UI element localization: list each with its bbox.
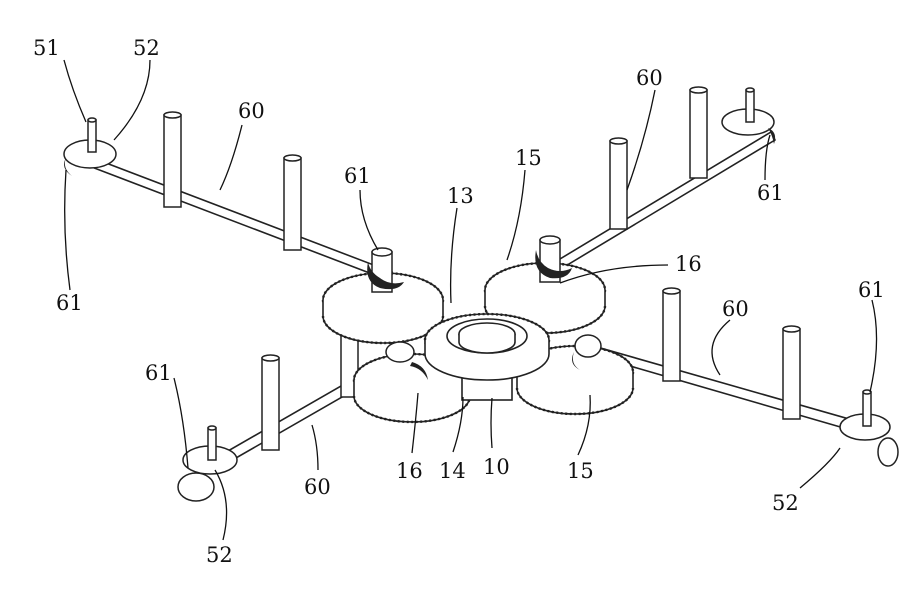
post-tr-1 — [610, 138, 627, 229]
label-60-bottom-left: 60 — [304, 475, 331, 499]
label-60-top-right: 60 — [636, 66, 663, 90]
arm-top-right — [545, 132, 775, 276]
label-16-bottom: 16 — [396, 459, 423, 483]
label-52-bottom-right: 52 — [772, 491, 799, 515]
post-tl-2 — [284, 155, 301, 250]
label-61-left: 61 — [56, 291, 83, 315]
label-52-top-left: 52 — [133, 36, 160, 60]
label-61-top-right: 61 — [757, 181, 784, 205]
label-61-bottom-left: 61 — [145, 361, 172, 385]
label-15-bottom: 15 — [567, 459, 594, 483]
label-16-right: 16 — [675, 252, 702, 276]
post-tl-1 — [164, 112, 181, 207]
post-br-2 — [783, 326, 800, 419]
label-60-right: 60 — [722, 297, 749, 321]
post-br-1 — [663, 288, 680, 381]
label-61-right: 61 — [858, 278, 885, 302]
label-10: 10 — [483, 455, 510, 479]
end-disc-bottom-left — [178, 426, 237, 501]
label-13: 13 — [447, 184, 474, 208]
end-disc-bottom-right — [840, 390, 898, 466]
label-60-top-left: 60 — [238, 99, 265, 123]
label-14: 14 — [439, 459, 466, 483]
label-61-top-left-gear: 61 — [344, 164, 371, 188]
post-bl-2 — [262, 355, 279, 450]
label-51: 51 — [33, 36, 60, 60]
label-52-bottom-left: 52 — [206, 543, 233, 567]
post-tr-2 — [690, 87, 707, 178]
label-15-top: 15 — [515, 146, 542, 170]
gear-shaft-ul — [367, 248, 404, 292]
